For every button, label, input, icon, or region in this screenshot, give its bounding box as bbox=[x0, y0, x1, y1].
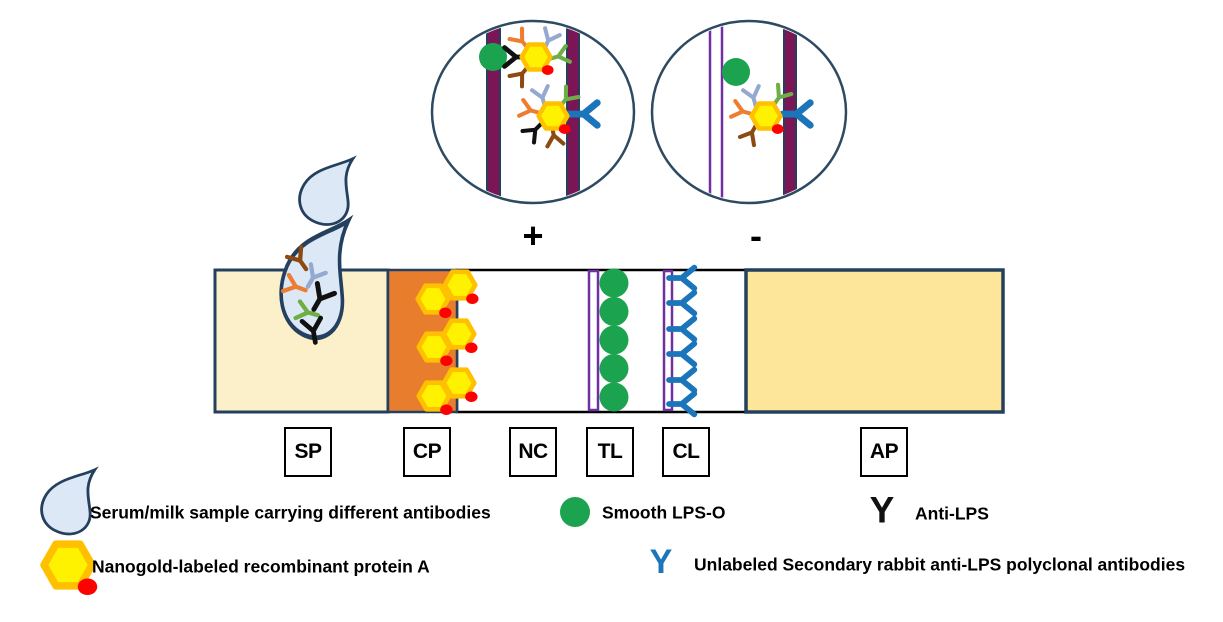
legend-anti-lps-label: Anti-LPS bbox=[915, 503, 989, 524]
smooth-lps-icon bbox=[599, 325, 629, 355]
control-line bbox=[662, 268, 694, 415]
absorbent-pad bbox=[744, 268, 1005, 414]
droplet-icon bbox=[298, 157, 355, 226]
conjugate-nanogold-particles bbox=[418, 272, 479, 415]
positive-label: + bbox=[522, 215, 544, 256]
legend-secondary-label: Unlabeled Secondary rabbit anti-LPS poly… bbox=[694, 554, 1186, 575]
strip-label-nc: NC bbox=[509, 427, 557, 477]
nanogold-icon bbox=[44, 544, 97, 595]
control-line-stripe bbox=[662, 269, 674, 412]
positive-result-circle bbox=[430, 19, 636, 205]
smooth-lps-icon bbox=[599, 268, 629, 298]
strip-label-tl: TL bbox=[586, 427, 634, 477]
secondary-antibody-icon: Y bbox=[649, 543, 673, 581]
legend-sample-label: Serum/milk sample carrying different ant… bbox=[90, 502, 491, 523]
anti-lps-icon: Y bbox=[869, 489, 895, 531]
sample-droplets bbox=[281, 157, 355, 344]
strip-label-cl: CL bbox=[662, 427, 710, 477]
smooth-lps-icon bbox=[479, 43, 507, 71]
legend-nanogold-label: Nanogold-labeled recombinant protein A bbox=[92, 556, 430, 577]
droplet-icon bbox=[40, 468, 97, 536]
strip-label-sp: SP bbox=[284, 427, 332, 477]
test-line bbox=[587, 268, 629, 412]
legend-icons bbox=[40, 468, 590, 595]
negative-result-circle bbox=[650, 19, 848, 205]
smooth-lps-icon bbox=[722, 58, 750, 86]
legend-lps-label: Smooth LPS-O bbox=[602, 502, 726, 523]
test-band-negative-empty bbox=[708, 23, 724, 201]
negative-label: - bbox=[750, 215, 762, 256]
smooth-lps-icon bbox=[560, 497, 590, 527]
smooth-lps-icon bbox=[599, 382, 629, 412]
smooth-lps-icon bbox=[599, 297, 629, 326]
smooth-lps-icon bbox=[599, 354, 629, 383]
nanogold-lps-complex bbox=[479, 28, 570, 86]
strip-label-ap: AP bbox=[860, 427, 908, 477]
test-line-stripe bbox=[587, 269, 600, 412]
strip-label-cp: CP bbox=[403, 427, 451, 477]
